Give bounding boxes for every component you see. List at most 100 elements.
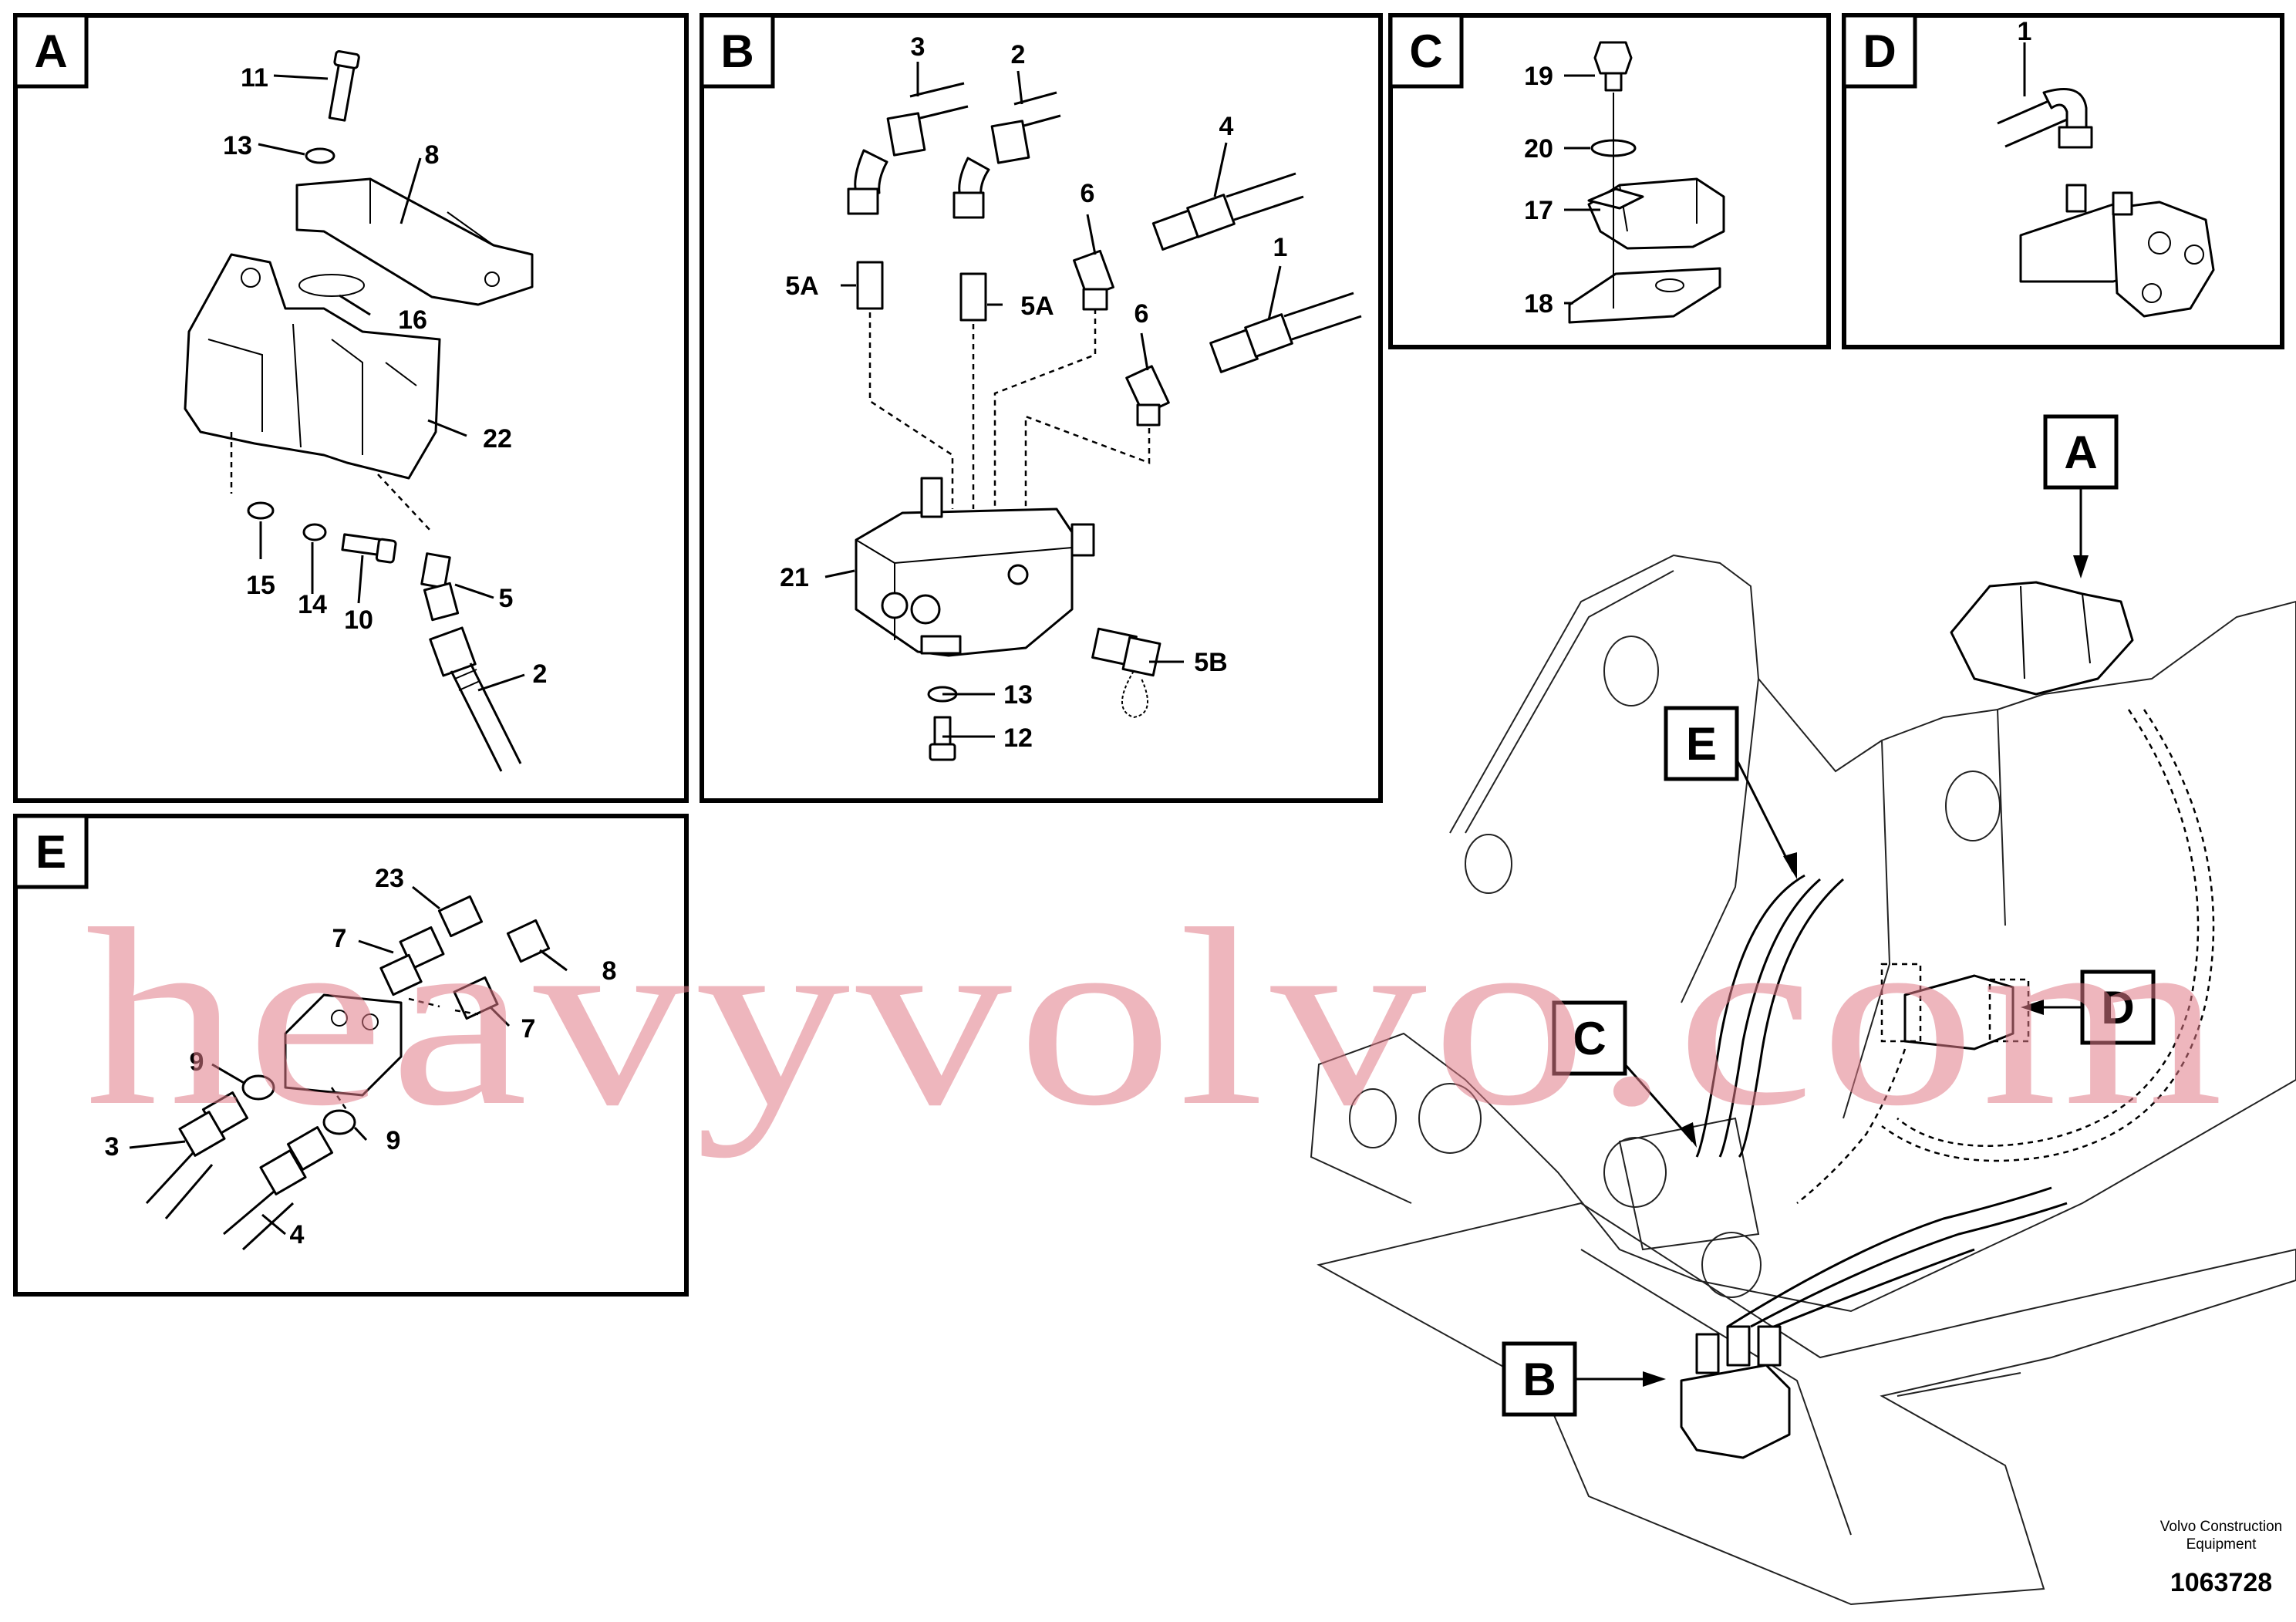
frame-hole-5 (1701, 1232, 1762, 1298)
callout-e-7b: 7 (521, 1014, 536, 1044)
svg-text:B: B (1522, 1354, 1556, 1405)
overview-tag-a: A (2043, 414, 2119, 578)
callout-b-12: 12 (1003, 723, 1033, 753)
overview-hoses-e (1695, 874, 1844, 1158)
valve-21 (855, 477, 1095, 657)
callout-b-21: 21 (780, 563, 809, 592)
panel-e-tag: E (35, 826, 66, 878)
overview-dashed-hoses (1796, 709, 2215, 1204)
hose-2 (429, 626, 522, 772)
callout-e-8: 8 (602, 956, 617, 986)
callout-b-3: 3 (911, 32, 925, 62)
washer-15 (247, 501, 275, 520)
hose-4 (1151, 172, 1304, 251)
callout-a-16: 16 (398, 305, 427, 335)
overview-cylinder (1880, 963, 2030, 1050)
clamp-17 (1587, 177, 1725, 250)
panel-c: C 19 20 17 18 (1388, 13, 1831, 349)
panel-c-tag: C (1409, 25, 1442, 77)
bolt-10 (341, 533, 397, 564)
callout-c-19: 19 (1524, 62, 1553, 91)
panel-b: B (700, 13, 1383, 803)
footer-company: Volvo Construction (2160, 1519, 2282, 1535)
frame-hole-1 (1603, 636, 1659, 706)
callout-a-15: 15 (246, 571, 275, 600)
frame-hole-7 (1418, 1083, 1482, 1154)
bolt-11 (328, 50, 360, 122)
callout-a-22: 22 (483, 424, 512, 454)
watermark: heavyvolvo.com (85, 877, 2229, 1158)
elbow-6-top (1073, 249, 1114, 311)
callout-e-3: 3 (105, 1132, 120, 1162)
callout-b-4: 4 (1219, 112, 1234, 141)
callout-b-1: 1 (1273, 233, 1288, 262)
coupling-5b (1091, 627, 1161, 719)
panel-a: A (13, 13, 689, 803)
callout-b-13: 13 (1003, 680, 1033, 710)
cylinder-d (2019, 184, 2215, 318)
panel-d-tag: D (1863, 25, 1896, 77)
bolt-19 (1593, 41, 1633, 92)
overview-tag-d: D (2021, 969, 2156, 1045)
overview-tag-e: E (1664, 706, 1797, 879)
callout-a-8: 8 (425, 140, 440, 170)
callout-b-5b: 5B (1194, 648, 1227, 677)
hose-2b (952, 91, 1061, 219)
elbow-8 (295, 177, 534, 306)
callout-b-2: 2 (1011, 40, 1026, 69)
callout-a-10: 10 (344, 605, 373, 635)
callout-e-9b: 9 (386, 1126, 401, 1155)
callout-b-5a-left: 5A (785, 271, 818, 301)
overview: A E C D B (1310, 414, 2296, 1606)
hose-3e (145, 1091, 249, 1219)
overview-tag-c: C (1552, 1000, 1697, 1148)
hose-4e (223, 1126, 334, 1251)
overview-hoses-b (1727, 1186, 2068, 1328)
overview-valve (1680, 1325, 1791, 1459)
svg-text:A: A (2064, 427, 2097, 478)
callout-a-14: 14 (298, 590, 327, 619)
panel-d: D 1 (1842, 13, 2284, 349)
doc-number: 1063728 (2170, 1568, 2272, 1597)
panel-e: E 23 7 8 7 9 9 (13, 814, 689, 1297)
frame-hole-2 (1945, 771, 2001, 841)
panel-a-tag: A (34, 25, 67, 77)
footer: Volvo Construction Equipment 1063728 (2160, 1519, 2282, 1597)
frame-hole-6 (1349, 1088, 1397, 1148)
callout-e-7a: 7 (332, 924, 347, 953)
callout-c-17: 17 (1524, 196, 1553, 225)
hose-3 (847, 82, 969, 215)
overview-tag-b: B (1502, 1341, 1666, 1417)
main-frame (1310, 554, 2296, 1313)
callout-a-13: 13 (223, 131, 252, 160)
callout-e-9a: 9 (190, 1047, 204, 1077)
callout-e-4: 4 (290, 1220, 305, 1249)
fittings-e (379, 895, 551, 1020)
callout-c-18: 18 (1524, 289, 1553, 319)
frame-hole-3 (1465, 834, 1512, 894)
base-plate (1317, 1202, 2296, 1606)
plate-18 (1568, 267, 1721, 324)
callout-e-23: 23 (375, 864, 404, 893)
pump-22 (184, 253, 441, 533)
callout-b-6b: 6 (1135, 299, 1149, 329)
svg-text:C: C (1573, 1013, 1606, 1064)
adapter-5a-right (959, 272, 987, 322)
o-ring-16 (298, 274, 365, 297)
callout-a-11: 11 (241, 63, 268, 93)
fitting-5 (420, 552, 460, 622)
elbow-6-lower (1125, 365, 1170, 427)
callout-b-5a-right: 5A (1020, 292, 1054, 321)
nut-9-right (322, 1109, 356, 1135)
bracket-e (284, 993, 403, 1097)
svg-text:D: D (2101, 982, 2134, 1034)
overview-pump (1950, 581, 2134, 696)
washer-13 (305, 147, 335, 164)
bolt-12 (929, 716, 956, 761)
callout-a-5: 5 (499, 584, 514, 613)
hose-1d (1997, 88, 2093, 149)
callout-b-6a: 6 (1081, 179, 1095, 208)
washer-14 (302, 523, 327, 541)
callout-d-1: 1 (2018, 17, 2032, 46)
